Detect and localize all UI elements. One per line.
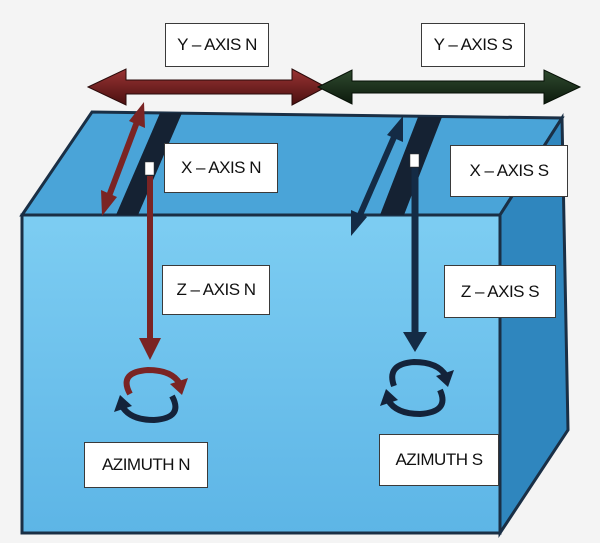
sensor-n bbox=[144, 161, 155, 176]
azimuth-s-rotation-icon bbox=[380, 358, 454, 418]
y-axis-s-arrow bbox=[316, 69, 582, 105]
azimuth-n-label: AZIMUTH N bbox=[84, 442, 208, 488]
azimuth-s-label: AZIMUTH S bbox=[379, 434, 499, 486]
x-axis-n-label: X – AXIS N bbox=[164, 143, 278, 193]
y-axis-n-arrow bbox=[86, 68, 328, 106]
z-axis-s-arrow bbox=[403, 168, 427, 352]
azimuth-n-rotation-icon bbox=[114, 366, 188, 424]
z-axis-s-label: Z – AXIS S bbox=[444, 265, 556, 318]
sensor-s bbox=[409, 153, 420, 168]
x-axis-n-arrow bbox=[101, 102, 145, 216]
x-axis-s-label: X – AXIS S bbox=[450, 145, 568, 197]
x-axis-s-arrow bbox=[351, 116, 403, 236]
y-axis-n-label: Y – AXIS N bbox=[165, 23, 269, 67]
z-axis-n-arrow bbox=[139, 176, 161, 360]
y-axis-s-label: Y – AXIS S bbox=[421, 23, 525, 67]
z-axis-n-label: Z – AXIS N bbox=[162, 265, 270, 315]
